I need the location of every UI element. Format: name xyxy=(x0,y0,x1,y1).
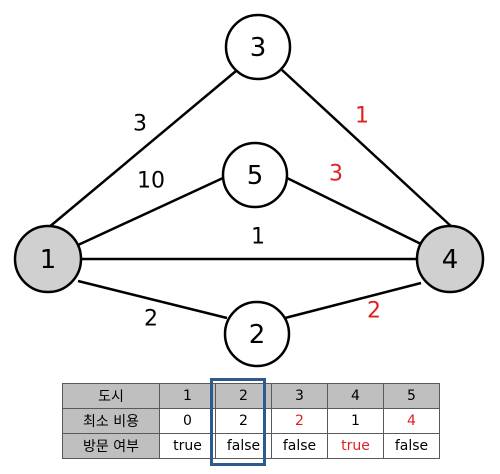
edge-weight-1-3: 3 xyxy=(133,112,147,137)
city-cell: 4 xyxy=(327,383,384,409)
edge-1-2 xyxy=(77,279,228,320)
min-cost-cell: 0 xyxy=(159,408,216,434)
node-2-label: 2 xyxy=(249,320,266,350)
edge-1-5 xyxy=(77,176,224,247)
node-5-label: 5 xyxy=(247,161,264,191)
node-2: 2 xyxy=(223,300,291,368)
edge-weight-1-5: 10 xyxy=(137,169,165,194)
node-5-circle xyxy=(221,141,289,209)
node-4: 4 xyxy=(415,224,485,294)
visited-cell: true xyxy=(159,433,216,459)
min-cost-cell: 2 xyxy=(271,408,328,434)
city-cell: 2 xyxy=(215,383,272,409)
edge-weight-1-2: 2 xyxy=(144,307,158,332)
node-1-circle xyxy=(13,224,83,294)
edge-weight-2-4: 2 xyxy=(367,299,381,324)
min-cost-cell: 4 xyxy=(383,408,440,434)
edge-1-3 xyxy=(47,70,237,229)
min-cost-cell: 2 xyxy=(215,408,272,434)
table-row-visited: 방문 여부 true false false true false xyxy=(62,433,440,459)
edge-5-4 xyxy=(286,176,422,246)
node-4-circle xyxy=(415,224,485,294)
edge-3-4 xyxy=(281,69,454,229)
selected-city-highlight xyxy=(210,378,266,466)
visited-label: 방문 여부 xyxy=(62,433,160,459)
visited-cell: true xyxy=(327,433,384,459)
node-1-label: 1 xyxy=(40,245,57,275)
visited-cell: false xyxy=(383,433,440,459)
node-3-label: 3 xyxy=(250,33,267,63)
edge-weight-3-4: 1 xyxy=(355,104,369,129)
node-1: 1 xyxy=(13,224,83,294)
node-5: 5 xyxy=(221,141,289,209)
city-cell: 3 xyxy=(271,383,328,409)
edge-weight-5-4: 3 xyxy=(329,162,343,187)
node-3-circle xyxy=(224,13,292,81)
city-cell: 1 xyxy=(159,383,216,409)
city-cell: 5 xyxy=(383,383,440,409)
min-cost-label: 최소 비용 xyxy=(62,408,160,434)
table-row-city: 도시 1 2 3 4 5 xyxy=(62,383,440,409)
min-cost-cell: 1 xyxy=(327,408,384,434)
node-2-circle xyxy=(223,300,291,368)
edge-2-4 xyxy=(284,281,422,320)
distance-table: 도시 1 2 3 4 5 최소 비용 0 2 2 1 4 방문 여부 true … xyxy=(62,383,440,459)
city-header-label: 도시 xyxy=(62,383,160,409)
node-4-label: 4 xyxy=(442,245,459,275)
visited-cell: false xyxy=(271,433,328,459)
node-3: 3 xyxy=(224,13,292,81)
edge-weight-1-4: 1 xyxy=(251,225,265,250)
